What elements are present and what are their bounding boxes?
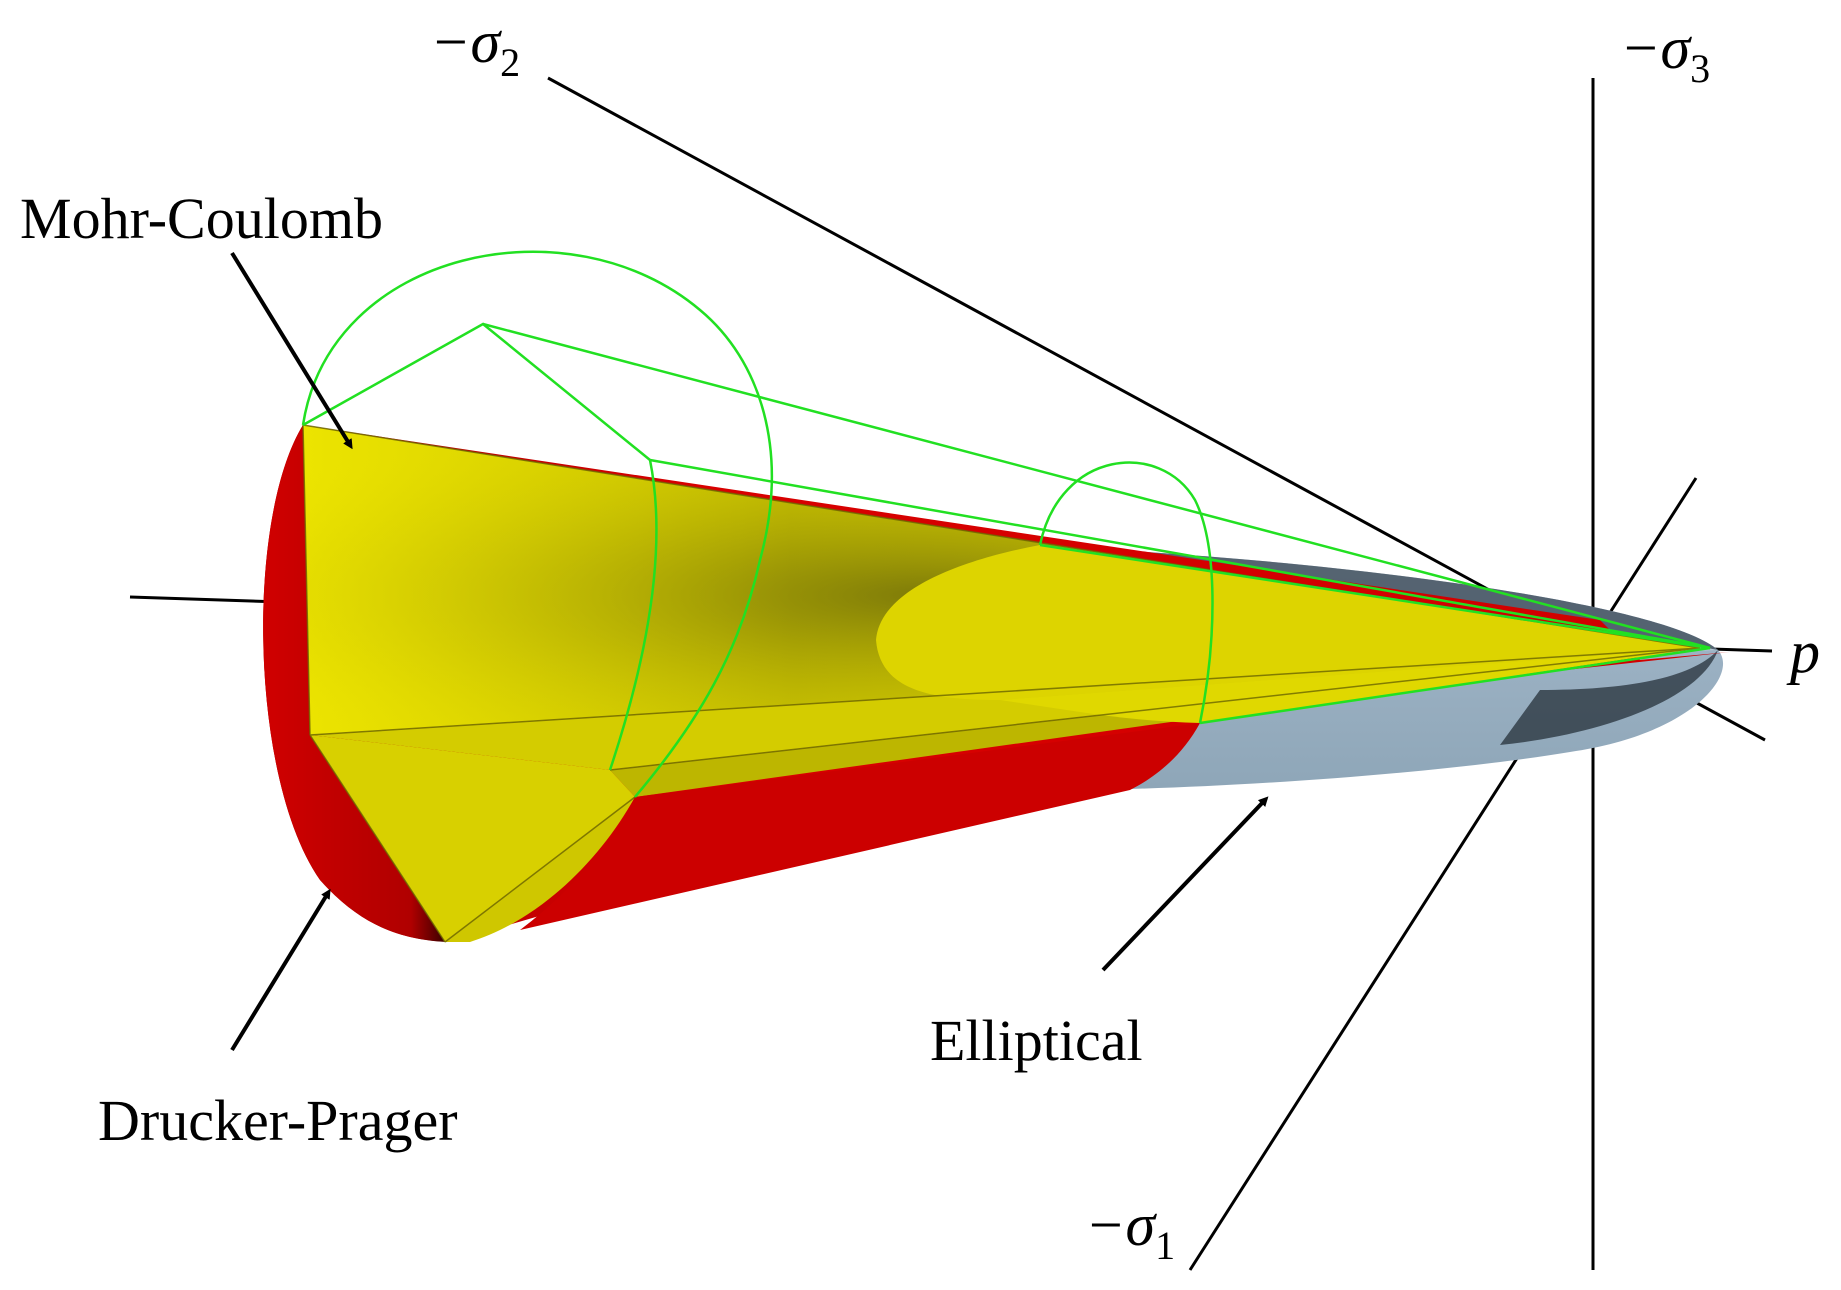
- elliptical-arrow: [1101, 796, 1269, 972]
- green-construction-lines: [301, 250, 1711, 798]
- sigma1-axis-line: [1188, 477, 1698, 1271]
- mohr-coulomb-arrow: [230, 251, 353, 450]
- sigma3-axis-label: −σ3: [1620, 15, 1710, 91]
- sigma2-axis-label: −σ2: [430, 9, 520, 85]
- drucker-prager-label: Drucker-Prager: [98, 1088, 458, 1153]
- sigma1-axis-label: −σ1: [1085, 1192, 1175, 1268]
- elliptical-label: Elliptical: [930, 1008, 1143, 1073]
- p-axis-label: p: [1786, 619, 1820, 685]
- mohr-coulomb-label: Mohr-Coulomb: [20, 186, 383, 251]
- mohr-coulomb-surface: [302, 424, 1701, 943]
- drucker-prager-arrow: [230, 888, 331, 1052]
